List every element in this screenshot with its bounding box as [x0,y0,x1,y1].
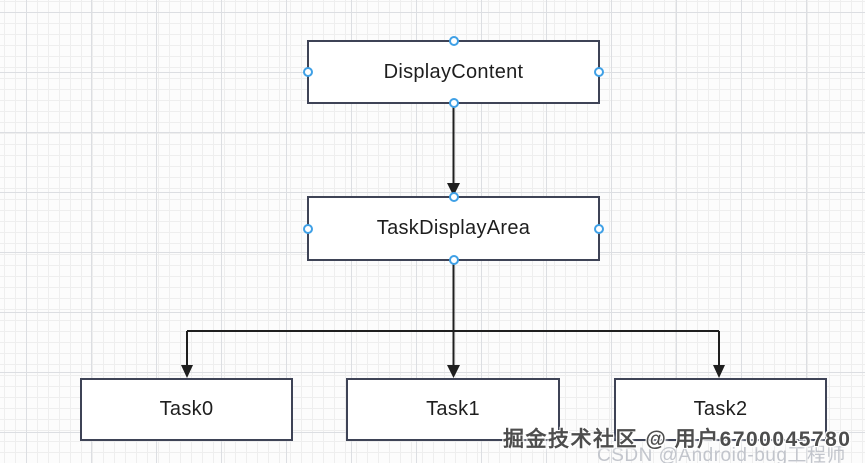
node-label-task0: Task0 [159,398,214,420]
node-task2[interactable]: Task2 [614,378,827,441]
connection-handle-top[interactable] [448,192,459,202]
node-task0[interactable]: Task0 [80,378,293,441]
node-taskdisplayarea[interactable]: TaskDisplayArea [303,192,604,265]
arrowhead-task0 [181,365,193,378]
node-task1[interactable]: Task1 [346,378,560,441]
connection-handle-bottom[interactable] [448,255,459,265]
node-label-displaycontent: DisplayContent [383,60,524,83]
edge-taskdisplayarea-tasks[interactable] [186,261,720,366]
connection-handle-right[interactable] [594,223,604,234]
node-label-taskdisplayarea: TaskDisplayArea [376,217,531,239]
node-label-task1: Task1 [426,398,480,420]
node-displaycontent[interactable]: DisplayContent [303,36,604,108]
node-label-task2: Task2 [693,398,748,420]
arrowhead-task1 [447,365,460,378]
connection-handle-left[interactable] [303,67,313,77]
connection-handle-left[interactable] [303,223,313,234]
connection-handle-right[interactable] [594,67,604,77]
connection-handle-top[interactable] [448,36,459,46]
arrowhead-taskdisplayarea [447,183,460,196]
arrowhead-task2 [713,365,725,378]
connection-handle-bottom[interactable] [448,98,459,108]
